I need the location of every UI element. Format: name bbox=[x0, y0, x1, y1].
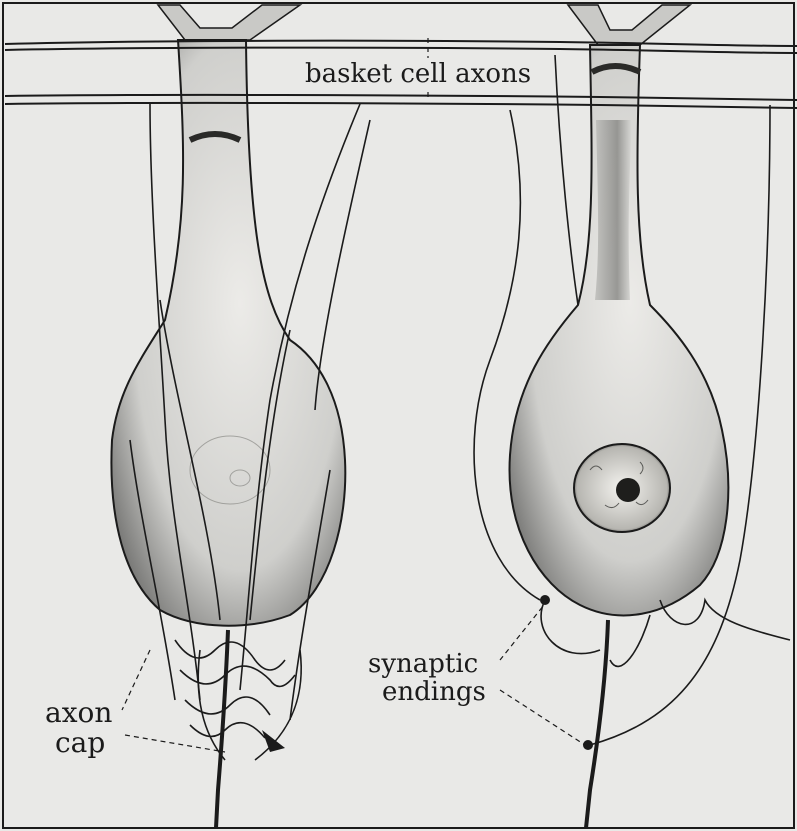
axon-cap-label-line2: cap bbox=[55, 726, 105, 759]
basket-cell-axons-label: basket cell axons bbox=[305, 59, 531, 89]
axon-cap-label-line1: axon bbox=[45, 696, 112, 729]
synaptic-endings-label-line1: synaptic bbox=[368, 649, 478, 679]
synaptic-endings-label-line2: endings bbox=[382, 677, 486, 707]
right-pyramidal-cell bbox=[510, 5, 729, 828]
left-pyramidal-cell bbox=[111, 5, 345, 828]
